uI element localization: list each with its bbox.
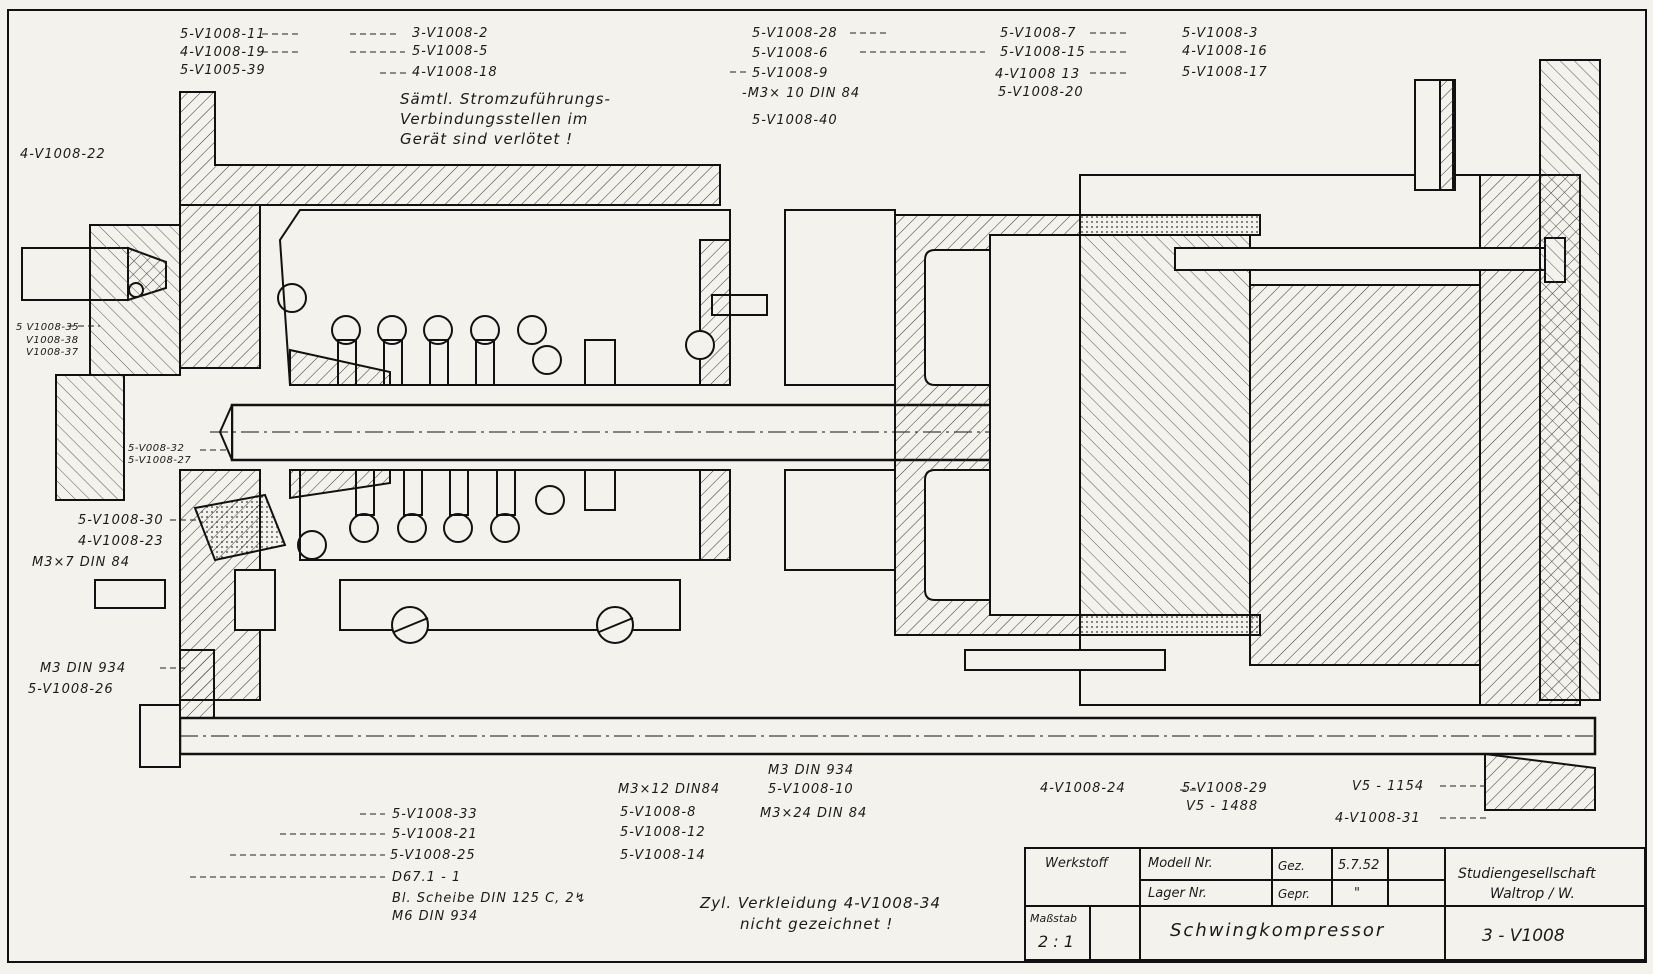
label-part: 4-V1008-24 [1040, 781, 1126, 796]
label-part: 5-V1008-9 [752, 66, 829, 81]
label-part: 5-V1008-6 [752, 46, 829, 61]
label-part: 5-V1008-17 [1182, 65, 1268, 80]
label-part: 5-V1008-27 [128, 455, 192, 466]
label-part: 4-V1008-22 [20, 147, 106, 162]
label-part: 5-V1008-29 [1182, 781, 1268, 796]
label-part: M3×12 DIN84 [618, 782, 721, 797]
label-part: 5-V1008-20 [998, 85, 1084, 100]
label-part: 4-V1008 13 [995, 67, 1081, 82]
label-part: 5-V1008-10 [768, 782, 854, 797]
tb-gez-label: Gez. [1278, 859, 1305, 873]
label-part: 5-V1008-21 [392, 827, 478, 842]
label-part: 5-V1008-3 [1182, 26, 1259, 41]
label-part: 5-V1008-7 [1000, 26, 1077, 41]
label-part: 5-V008-32 [128, 443, 185, 454]
drawing-frame [7, 9, 1647, 963]
label-part: 4-V1008-18 [412, 65, 498, 80]
label-part: Bl. Scheibe DIN 125 C, 2↯ [392, 891, 587, 906]
label-part: D67.1 - 1 [392, 870, 462, 885]
note-line: nicht gezeichnet ! [740, 915, 894, 933]
label-part: 4-V1008-16 [1182, 44, 1268, 59]
bolt-top [1174, 247, 1551, 271]
tb-drawing-number: 3 - V1008 [1482, 926, 1565, 946]
label-part: 5-V1008-26 [28, 682, 114, 697]
label-part: 5-V1008-28 [752, 26, 838, 41]
label-part: V1008-37 [26, 347, 79, 358]
label-part: 5-V1008-12 [620, 825, 706, 840]
housing-assembly [21, 59, 1601, 811]
label-part: V1008-38 [26, 335, 79, 346]
tb-ditto: " [1354, 886, 1360, 901]
label-part: 4-V1008-23 [78, 534, 164, 549]
note-line: Verbindungsstellen im [400, 110, 589, 128]
spring-upper [277, 283, 562, 386]
tb-massstab: 2 : 1 [1038, 932, 1074, 951]
tb-lager-label: Lager Nr. [1148, 886, 1207, 901]
label-part: V5 - 1488 [1186, 799, 1259, 814]
label-part: M3 DIN 934 [768, 763, 855, 778]
label-part: 4-V1008-31 [1335, 811, 1421, 826]
label-part: -M3× 10 DIN 84 [742, 86, 861, 101]
label-part: 3-V1008-2 [412, 26, 489, 41]
label-part: 5-V1008-33 [392, 807, 478, 822]
label-part: 4-V1008-19 [180, 45, 266, 60]
tb-gepr-label: Gepr. [1278, 887, 1310, 901]
note-line: Zyl. Verkleidung 4-V1008-34 [700, 894, 941, 912]
label-part: V5 - 1154 [1352, 779, 1425, 794]
label-part: M3×24 DIN 84 [760, 806, 868, 821]
housing-flange [179, 91, 721, 206]
label-part: 5-V1008-14 [620, 848, 706, 863]
label-part: 5-V1008-8 [620, 805, 697, 820]
label-part: 5-V1008-40 [752, 113, 838, 128]
label-part: 5-V1008-25 [390, 848, 476, 863]
note-line: Sämtl. Stromzuführungs- [400, 90, 611, 108]
label-part: 5-V1005-39 [180, 63, 266, 78]
tb-company-1: Studiengesellschaft [1458, 866, 1596, 882]
note-line: Gerät sind verlötet ! [400, 130, 574, 148]
label-part: 5-V1008-11 [180, 27, 266, 42]
tb-werkstoff-label: Werkstoff [1045, 856, 1108, 871]
spring-lower [297, 469, 565, 560]
tb-modell-label: Modell Nr. [1148, 856, 1213, 871]
tb-date: 5.7.52 [1338, 858, 1380, 873]
label-part: 5-V1008-15 [1000, 45, 1086, 60]
tb-massstab-label: Maßstab [1030, 912, 1077, 925]
label-part: M3×7 DIN 84 [32, 555, 131, 570]
tb-company-2: Waltrop / W. [1490, 886, 1576, 902]
title-block [1024, 847, 1646, 961]
label-part: 5-V1008-30 [78, 513, 164, 528]
label-part: 5 V1008-35 [16, 322, 80, 333]
label-part: M6 DIN 934 [392, 909, 479, 924]
label-part: 5-V1008-5 [412, 44, 489, 59]
label-part: M3 DIN 934 [40, 661, 127, 676]
tb-title: Schwingkompressor [1170, 920, 1386, 941]
